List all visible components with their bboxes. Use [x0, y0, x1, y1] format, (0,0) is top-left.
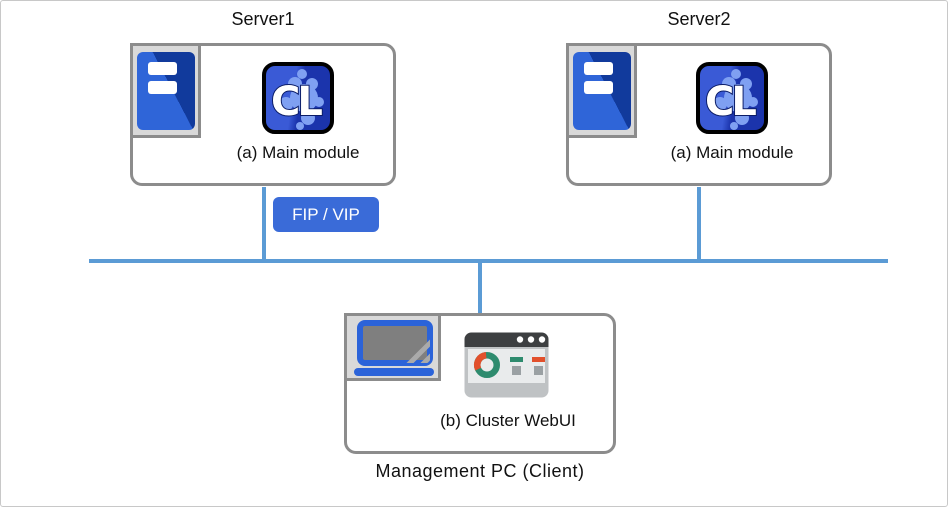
server2-cluster-icon-wrap: CL [696, 62, 768, 139]
management-icon-box [344, 313, 441, 381]
donut-chart-glyph [474, 352, 500, 378]
cluster-app-letters: CL [705, 79, 756, 125]
browser-titlebar [464, 332, 549, 347]
management-caption: Management PC (Client) [375, 461, 585, 481]
server1-connector-line [262, 187, 266, 259]
management-module-label: (b) Cluster WebUI [440, 411, 576, 430]
management-connector-line [478, 263, 482, 314]
server1-module-label: (a) Main module [236, 143, 360, 162]
server1-cluster-icon-wrap: CL [262, 62, 334, 139]
server2-module-label: (a) Main module [670, 143, 794, 162]
webui-icon-wrap [464, 332, 549, 403]
server2-title: Server2 [667, 9, 731, 29]
cluster-splat-shape [279, 69, 324, 130]
server-tower-icon [572, 51, 631, 130]
cluster-splat-shape [713, 69, 758, 130]
network-horizontal-line [89, 259, 888, 263]
webui-browser-window-icon [464, 332, 549, 398]
browser-titlebar-dots [516, 336, 546, 343]
cluster-app-icon: CL [696, 62, 768, 134]
cluster-app-letters: CL [271, 79, 322, 125]
server-tower-icon [136, 51, 195, 130]
mini-chart-glyphs [510, 357, 545, 375]
cluster-app-icon: CL [262, 62, 334, 134]
fip-vip-badge: FIP / VIP [273, 197, 379, 232]
screen-reflection [403, 338, 430, 363]
server2-connector-line [697, 187, 701, 259]
server1-icon-box [130, 43, 201, 138]
server1-title: Server1 [231, 9, 295, 29]
laptop-icon [354, 320, 434, 376]
server2-icon-box [566, 43, 637, 138]
